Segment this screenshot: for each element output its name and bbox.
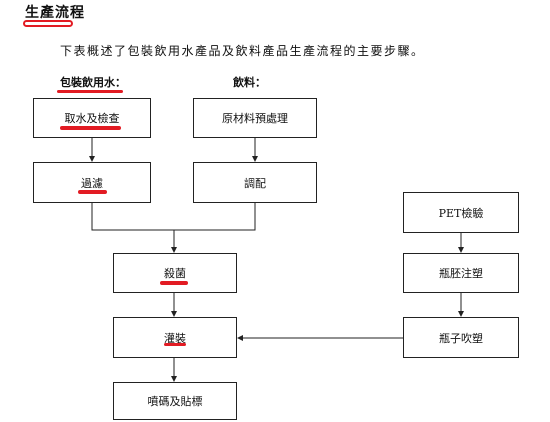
step-preform-injection-label: 瓶胚注塑 (439, 267, 483, 280)
step-blending-label: 調配 (244, 176, 266, 190)
step-filtration-label: 過濾 (81, 176, 103, 190)
sterilization-highlight-mark (160, 281, 188, 285)
step-sterilization: 殺菌 (113, 253, 237, 293)
section-title: 生產流程 (25, 5, 85, 21)
step-sterilization-label: 殺菌 (164, 267, 186, 280)
step-pet-inspection: PET檢驗 (403, 192, 519, 233)
step-raw-pretreatment: 原材料預處理 (193, 98, 317, 138)
step-preform-injection: 瓶胚注塑 (403, 253, 519, 293)
step-bottle-blowing-label: 瓶子吹塑 (439, 331, 483, 345)
step-water-intake: 取水及檢查 (33, 98, 151, 138)
step-raw-pretreatment-label: 原材料預處理 (222, 112, 288, 125)
step-coding-labeling-label: 噴碼及貼標 (147, 395, 203, 408)
title-highlight-mark (23, 20, 73, 27)
packaged-water-highlight-mark (57, 90, 123, 93)
step-coding-labeling: 噴碼及貼標 (113, 382, 237, 420)
filling-highlight-mark (164, 343, 186, 346)
step-water-intake-label: 取水及檢查 (64, 112, 120, 125)
water-intake-highlight-mark (60, 126, 121, 130)
filtration-highlight-mark (78, 190, 107, 194)
packaged-water-label: 包裝飲用水： (60, 76, 126, 89)
step-pet-inspection-label: PET檢驗 (438, 206, 484, 220)
beverage-label: 飲料： (233, 76, 266, 89)
step-filtration: 過濾 (33, 162, 151, 203)
connector-filtration-merge (91, 203, 256, 231)
step-blending: 調配 (193, 162, 317, 203)
step-bottle-blowing: 瓶子吹塑 (403, 317, 519, 358)
intro-text: 下表概述了包裝飲用水產品及飲料產品生產流程的主要步驟。 (60, 44, 425, 58)
step-filling: 灌裝 (113, 317, 237, 358)
step-filling-label: 灌裝 (164, 331, 186, 345)
